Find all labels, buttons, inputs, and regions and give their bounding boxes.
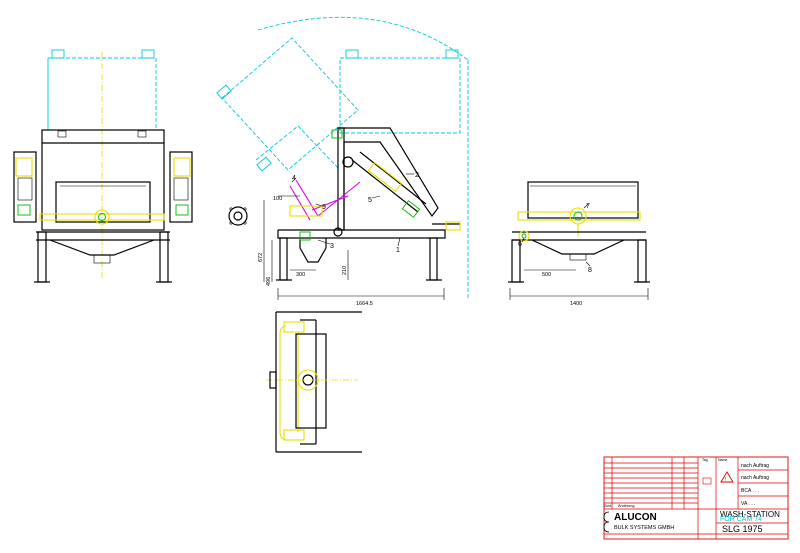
tb-revision-label: Änderung (618, 504, 634, 508)
tb-header-name: Name (718, 458, 727, 462)
title-block: ! Tag Name Änderung Zust. nach Auftrag n… (603, 456, 789, 540)
tb-revision-note-2: nach Auftrag (741, 475, 769, 481)
dim-hopper-width: 300 (296, 272, 305, 278)
tb-revision-note-1: nach Auftrag (741, 463, 769, 469)
tb-company-sub: BULK SYSTEMS GMBH (614, 525, 674, 531)
part-9: 9 (322, 204, 326, 211)
tb-header-date: Tag (702, 458, 708, 462)
part-6: 6 (518, 241, 522, 248)
tb-title-line2: FOR CAM 74 (720, 516, 762, 523)
dim-height: 672 (258, 253, 264, 262)
part-2: 2 (415, 172, 419, 179)
top-view (266, 311, 362, 453)
tb-status-label: Zust. (604, 504, 612, 508)
tb-field-bca: BCA . . . (741, 488, 759, 494)
tb-title-line1: WASH-STATION (720, 510, 780, 519)
dim-length: 1664.5 (356, 301, 373, 307)
part-4: 4 (292, 175, 296, 182)
part-5: 5 (368, 197, 372, 204)
dim-arm: 100 (273, 196, 282, 202)
tb-company-name: ALUCON (614, 512, 657, 523)
dim-leg-height: 496 (266, 277, 272, 286)
front-view (13, 49, 193, 283)
end-view: 1400 500 6 7 8 (508, 181, 650, 307)
warning-icon: ! (725, 477, 726, 483)
dim-width: 1400 (570, 301, 582, 307)
part-3: 3 (330, 243, 334, 250)
dim-inner: 500 (542, 272, 551, 278)
part-7: 7 (586, 203, 590, 210)
tb-drawing-number: SLG 1975 (722, 524, 763, 534)
alucon-logo-icon (603, 511, 610, 533)
dim-lift: 210 (342, 266, 348, 275)
part-8: 8 (588, 267, 592, 274)
tb-field-va: VA . . . (741, 501, 755, 507)
part-1: 1 (396, 247, 400, 254)
side-view: 1664.5 672 496 300 210 100 1 2 3 4 5 9 (216, 16, 469, 307)
